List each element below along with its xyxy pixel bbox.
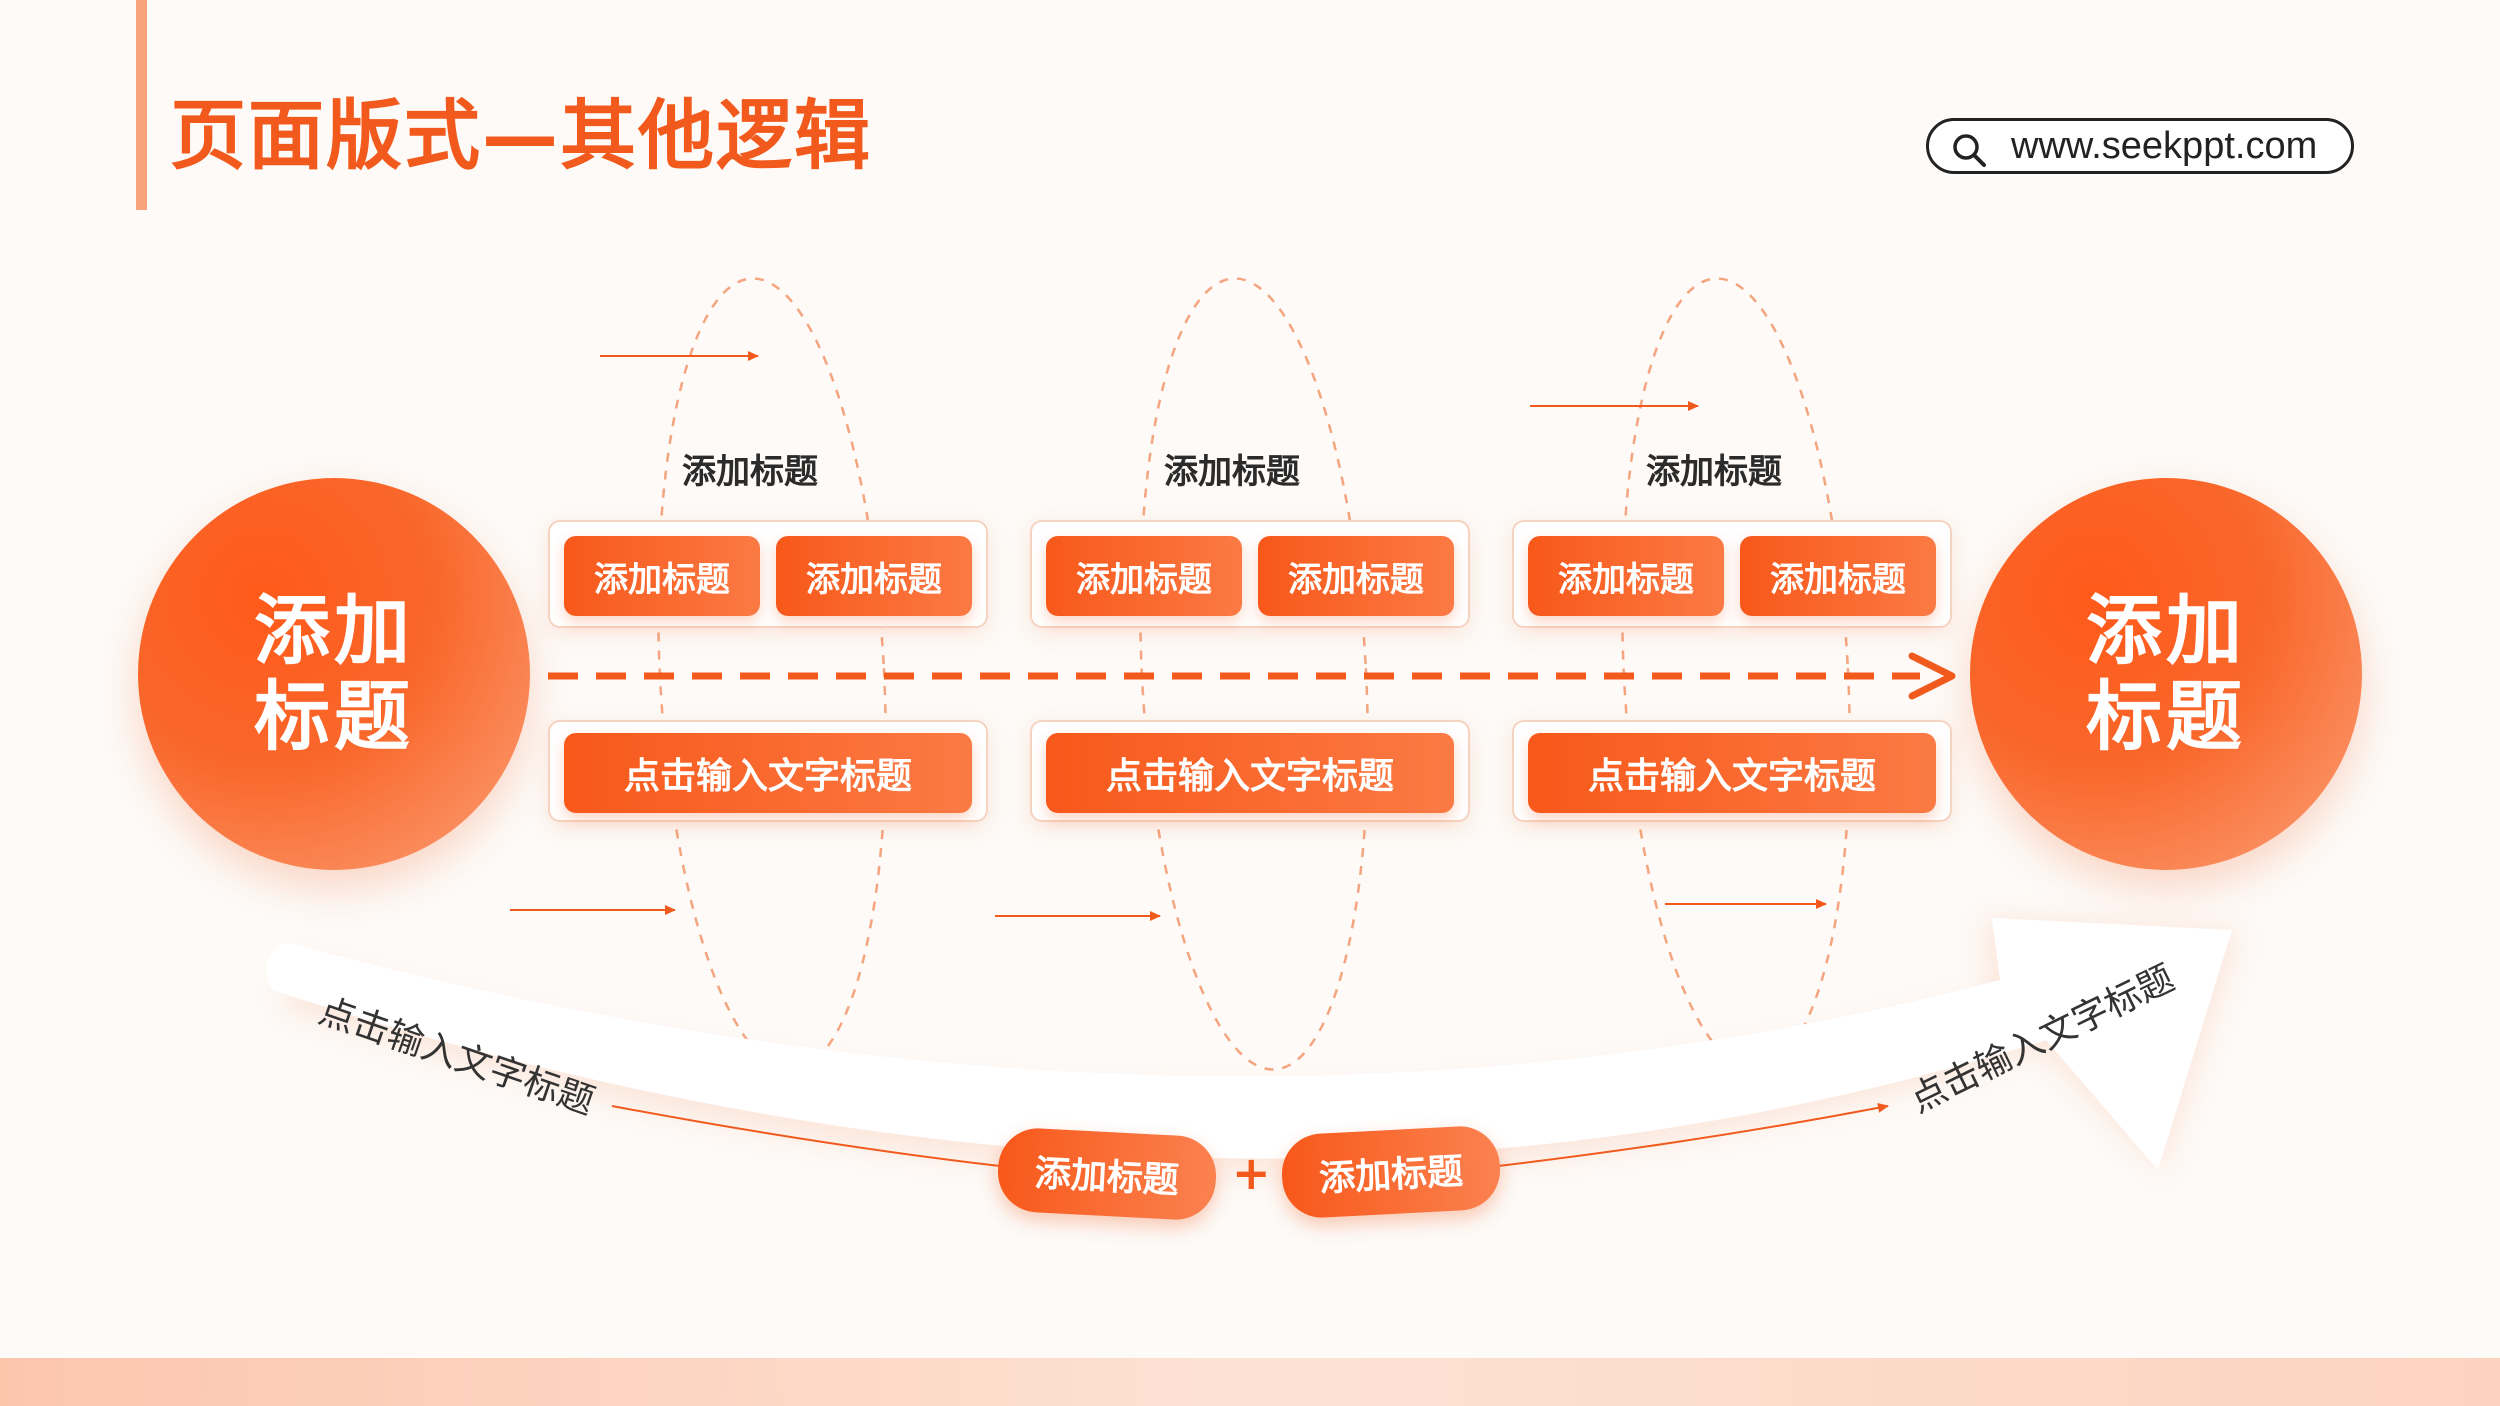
step-1-tag-a[interactable]: 添加标题 <box>564 536 760 616</box>
page-title: 页面版式—其他逻辑 <box>170 91 872 180</box>
bottom-decor-strip <box>0 1358 2500 1406</box>
arc-pill-a[interactable]: 添加标题 <box>995 1126 1219 1222</box>
start-node[interactable]: 添加 标题 <box>138 478 530 870</box>
step-2-tag-b[interactable]: 添加标题 <box>1258 536 1454 616</box>
step-3-title: 添加标题 <box>1646 452 1782 492</box>
step-1-tag-b[interactable]: 添加标题 <box>776 536 972 616</box>
title-accent-bar <box>136 0 147 210</box>
end-node-label: 添加 标题 <box>2086 586 2246 761</box>
main-dashed-arrow <box>548 652 1956 700</box>
step-3-tag-b[interactable]: 添加标题 <box>1740 536 1936 616</box>
search-box[interactable]: www.seekppt.com <box>1926 118 2354 174</box>
arc-connectors <box>611 1102 1889 1167</box>
search-icon <box>1953 134 1986 167</box>
arc-pill-b[interactable]: 添加标题 <box>1279 1124 1503 1220</box>
dashed-ellipses <box>656 277 1852 1071</box>
plus-icon: + <box>1232 1146 1271 1200</box>
thin-arrows <box>510 351 1827 921</box>
search-url: www.seekppt.com <box>2011 125 2318 167</box>
step-1-title: 添加标题 <box>682 452 818 492</box>
step-2-title: 添加标题 <box>1164 452 1300 492</box>
end-node[interactable]: 添加 标题 <box>1970 478 2362 870</box>
big-curved-arrow <box>266 918 2240 1175</box>
start-node-label: 添加 标题 <box>254 586 414 761</box>
ellipse-step-1 <box>656 277 888 1071</box>
ellipse-step-2 <box>1138 277 1370 1071</box>
step-1-action-button[interactable]: 点击输入文字标题 <box>564 733 972 813</box>
step-2-tag-a[interactable]: 添加标题 <box>1046 536 1242 616</box>
step-3-action-button[interactable]: 点击输入文字标题 <box>1528 733 1936 813</box>
ellipse-step-3 <box>1620 277 1852 1071</box>
step-2-action-button[interactable]: 点击输入文字标题 <box>1046 733 1454 813</box>
step-3-tag-a[interactable]: 添加标题 <box>1528 536 1724 616</box>
